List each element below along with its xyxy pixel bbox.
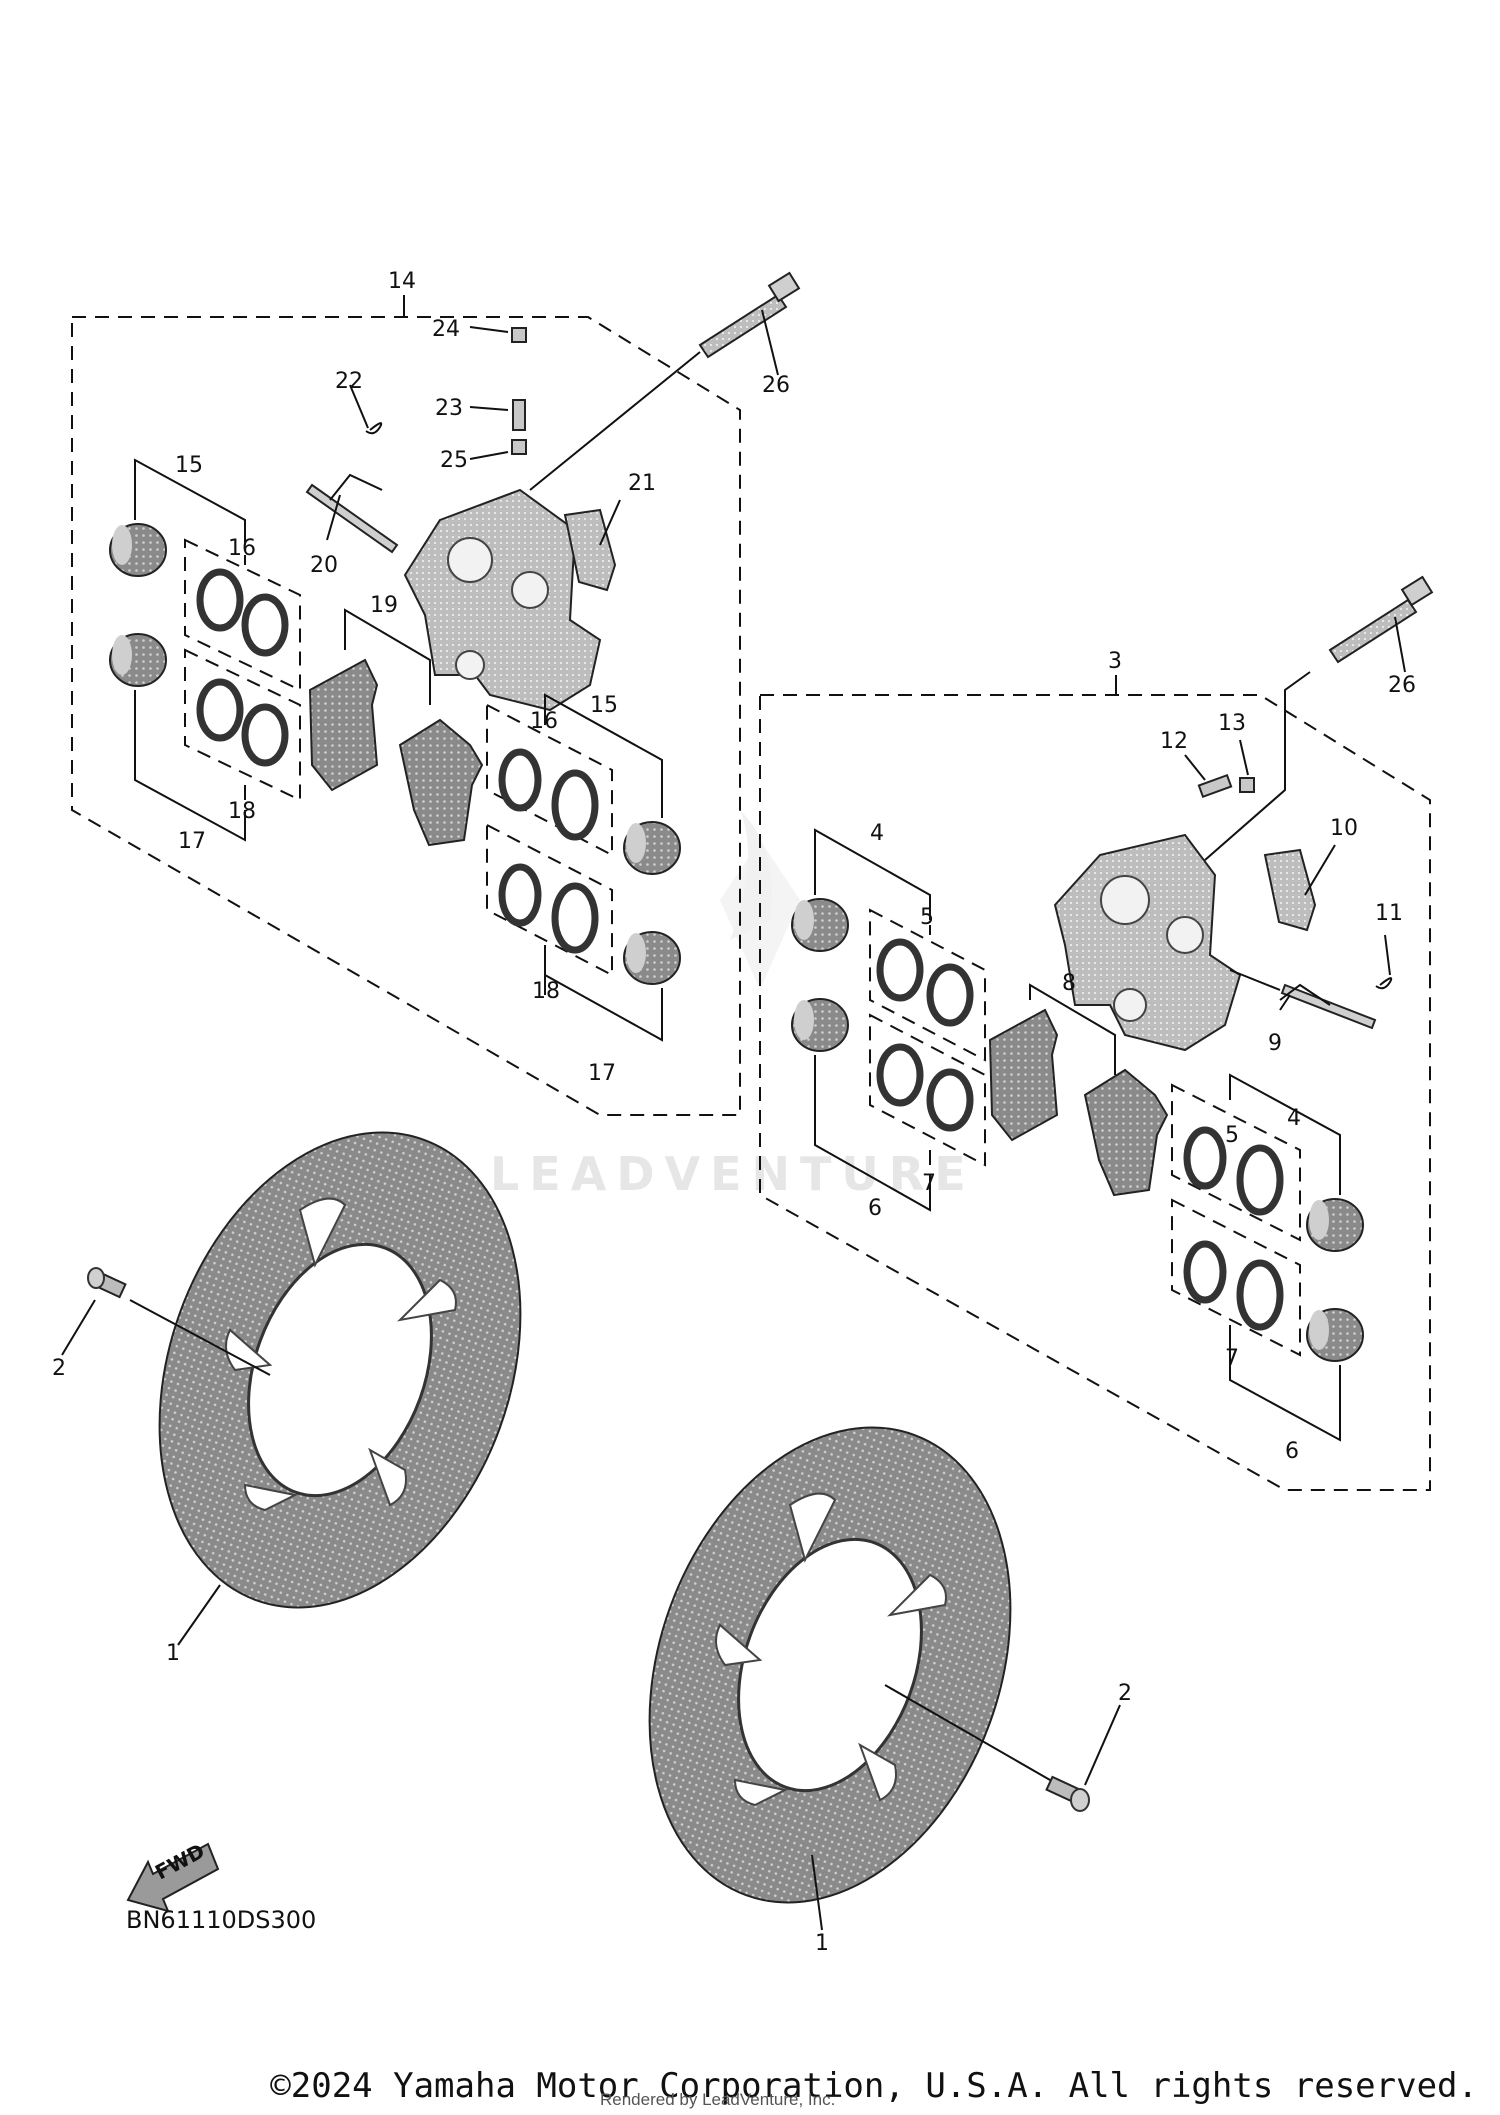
brake-pad-right-2 xyxy=(1083,1068,1169,1197)
pin-clip-right xyxy=(1375,977,1393,990)
callout-2: 2 xyxy=(52,1356,66,1381)
bleeder-washer xyxy=(511,439,527,455)
callout-10: 10 xyxy=(1330,816,1358,841)
callout-15: 15 xyxy=(175,453,203,478)
callout-13: 13 xyxy=(1218,711,1246,736)
callout-7: 7 xyxy=(1225,1346,1239,1371)
callout-17: 17 xyxy=(178,829,206,854)
piston-right-3 xyxy=(1306,1198,1364,1252)
piston-left-1 xyxy=(109,523,167,577)
caliper-assembly-right-boundary xyxy=(759,694,1431,1491)
caliper-bolt-left xyxy=(698,271,801,359)
callout-7: 7 xyxy=(922,1171,936,1196)
callout-8: 8 xyxy=(1062,971,1076,996)
callout-5: 5 xyxy=(1225,1123,1239,1148)
callout-26: 26 xyxy=(1388,673,1416,698)
brake-disc-left xyxy=(158,1131,522,1609)
callout-21: 21 xyxy=(628,471,656,496)
callout-16: 16 xyxy=(228,536,256,561)
piston-right-2 xyxy=(791,998,849,1052)
callout-1: 1 xyxy=(166,1641,180,1666)
reference-code: BN61110DS300 xyxy=(126,1906,316,1934)
callout-18: 18 xyxy=(532,979,560,1004)
callout-2: 2 xyxy=(1118,1681,1132,1706)
callout-5: 5 xyxy=(920,905,934,930)
callout-12: 12 xyxy=(1160,729,1188,754)
brake-pad-right-1 xyxy=(988,1008,1059,1142)
bleeder-screw xyxy=(512,399,526,431)
brake-pad-left-2 xyxy=(398,718,484,847)
bleeder-screw-right xyxy=(1197,773,1233,799)
caliper-assembly-left-boundary xyxy=(71,316,741,1116)
bleeder-cap-right xyxy=(1239,777,1255,793)
callout-22: 22 xyxy=(335,369,363,394)
copyright-notice: ©2024 Yamaha Motor Corporation, U.S.A. A… xyxy=(270,2066,1478,2106)
callout-6: 6 xyxy=(1285,1439,1299,1464)
callout-26: 26 xyxy=(762,373,790,398)
callout-18: 18 xyxy=(228,799,256,824)
piston-left-4 xyxy=(623,931,681,985)
callout-23: 23 xyxy=(435,396,463,421)
piston-right-4 xyxy=(1306,1308,1364,1362)
caliper-body-right xyxy=(1053,833,1242,1052)
pad-pin-right xyxy=(1280,983,1377,1030)
callout-14: 14 xyxy=(388,269,416,294)
callout-15: 15 xyxy=(590,693,618,718)
pad-pin-left xyxy=(305,483,399,554)
callout-20: 20 xyxy=(310,553,338,578)
rendered-by-credit: Rendered by LeadVenture, Inc. xyxy=(600,2090,836,2109)
callout-6: 6 xyxy=(868,1196,882,1221)
callout-11: 11 xyxy=(1375,901,1403,926)
piston-left-3 xyxy=(623,821,681,875)
callout-3: 3 xyxy=(1108,649,1122,674)
callout-1: 1 xyxy=(815,1931,829,1956)
watermark-text: LEADVENTURE xyxy=(490,1147,976,1201)
pin-clip-left xyxy=(365,422,383,435)
callout-17: 17 xyxy=(588,1061,616,1086)
callout-4: 4 xyxy=(1287,1106,1301,1131)
callout-25: 25 xyxy=(440,448,468,473)
disc-bolt-left xyxy=(87,1267,127,1299)
callout-9: 9 xyxy=(1268,1031,1282,1056)
piston-left-2 xyxy=(109,633,167,687)
callout-24: 24 xyxy=(432,317,460,342)
pad-spring-right xyxy=(1263,848,1317,932)
brake-pad-left-1 xyxy=(308,658,379,792)
brake-disc-right xyxy=(648,1426,1012,1904)
disc-bolt-right xyxy=(1045,1775,1090,1812)
fwd-arrow-icon: FWD xyxy=(126,1839,220,1913)
pad-spring-left xyxy=(563,508,617,592)
caliper-bolt-right xyxy=(1328,575,1434,664)
callout-4: 4 xyxy=(870,821,884,846)
callout-16: 16 xyxy=(530,709,558,734)
bleeder-cap xyxy=(511,327,527,343)
piston-right-1 xyxy=(791,898,849,952)
callout-19: 19 xyxy=(370,593,398,618)
